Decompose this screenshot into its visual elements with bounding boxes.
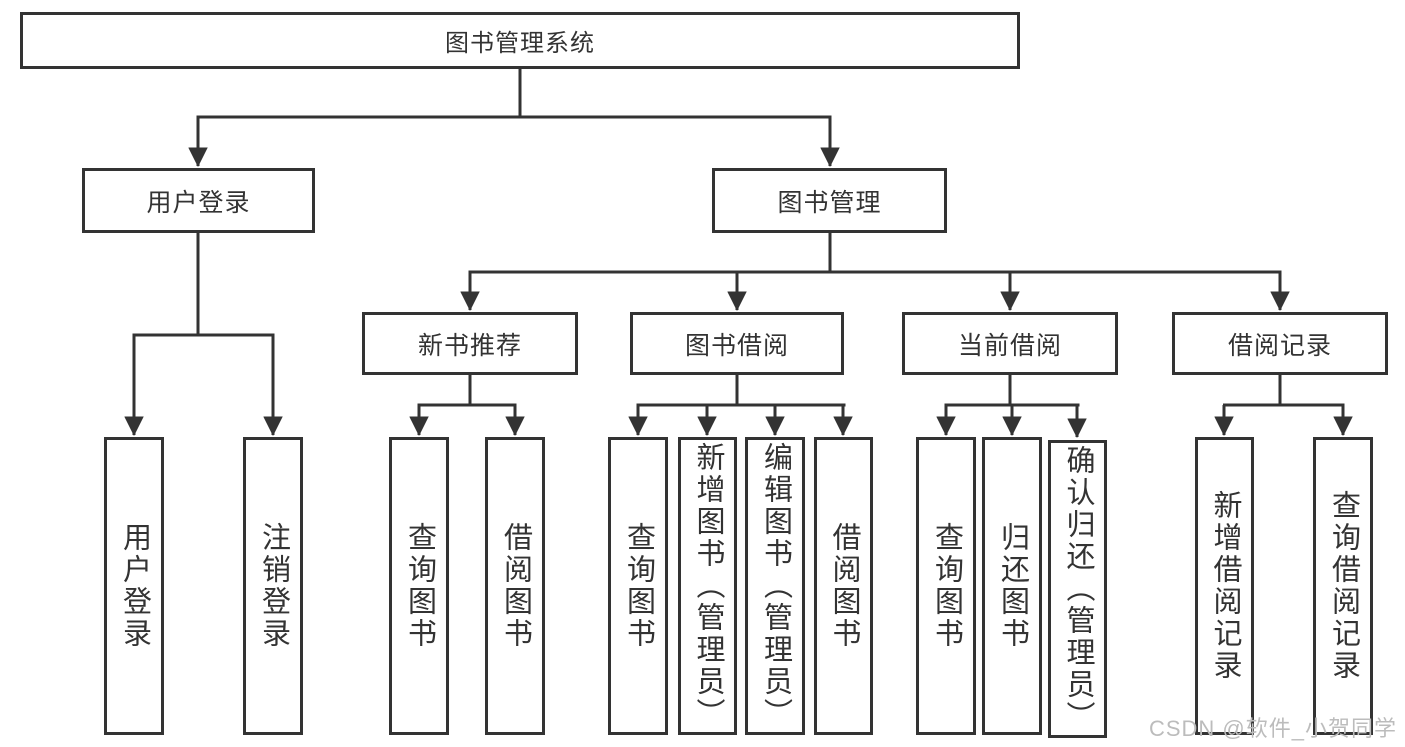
node-label: 归还图书 — [996, 522, 1029, 650]
leaf-return-books: 归还图书 — [982, 437, 1042, 735]
leaf-logout: 注销登录 — [243, 437, 303, 735]
node-label: 查询图书 — [622, 522, 655, 650]
node-label: 查询图书 — [403, 522, 436, 650]
leaf-query-borrow-record: 查询借阅记录 — [1313, 437, 1373, 735]
node-label: 当前借阅 — [957, 331, 1062, 360]
leaf-recommend-borrow-books: 借阅图书 — [485, 437, 545, 735]
csdn-watermark: CSDN @软件_小贺同学 — [1148, 716, 1397, 741]
leaf-confirm-return-admin: 确认归还（管理员） — [1048, 440, 1107, 738]
node-book-management-system: 图书管理系统 — [20, 12, 1020, 69]
node-new-book-recommendation: 新书推荐 — [362, 312, 578, 375]
node-user-login: 用户登录 — [82, 168, 315, 233]
node-label: 用户登录 — [118, 522, 151, 650]
node-label: 用户登录 — [146, 188, 251, 217]
node-label: 新书推荐 — [417, 331, 522, 360]
node-label: 确认归还（管理员） — [1062, 445, 1094, 733]
node-label: 图书借阅 — [684, 331, 789, 360]
leaf-add-borrow-record: 新增借阅记录 — [1195, 437, 1254, 735]
node-label: 查询图书 — [930, 522, 963, 650]
node-label: 查询借阅记录 — [1327, 490, 1360, 682]
node-label: 借阅记录 — [1227, 331, 1332, 360]
node-label: 借阅图书 — [828, 522, 860, 650]
node-label: 图书管理系统 — [445, 30, 595, 57]
node-label: 新增图书（管理员） — [692, 442, 724, 730]
node-label: 注销登录 — [257, 522, 290, 650]
leaf-user-login: 用户登录 — [104, 437, 164, 735]
node-borrowing-records: 借阅记录 — [1172, 312, 1388, 375]
leaf-borrowing-query-books: 查询图书 — [608, 437, 668, 735]
node-label: 借阅图书 — [499, 522, 532, 650]
node-book-borrowing: 图书借阅 — [630, 312, 844, 375]
node-label: 编辑图书（管理员） — [759, 442, 792, 730]
leaf-current-query-books: 查询图书 — [916, 437, 976, 735]
leaf-recommend-query-books: 查询图书 — [389, 437, 449, 735]
node-current-borrowing: 当前借阅 — [902, 312, 1118, 375]
leaf-add-books-admin: 新增图书（管理员） — [678, 437, 737, 735]
node-label: 新增借阅记录 — [1209, 490, 1241, 682]
leaf-borrowing-borrow-books: 借阅图书 — [814, 437, 873, 735]
leaf-edit-books-admin: 编辑图书（管理员） — [745, 437, 805, 735]
node-book-management: 图书管理 — [712, 168, 947, 233]
node-label: 图书管理 — [777, 188, 882, 217]
